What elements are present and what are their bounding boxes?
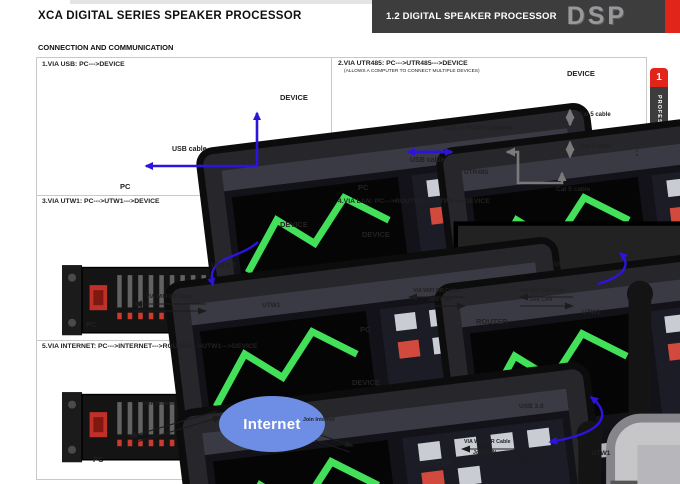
usb30-label: USB 3.0: [554, 261, 579, 268]
wifi-label: VIA WIFI OR Cable: [519, 288, 566, 294]
section3-heading: 3.VIA UTW1: PC--->UTW1--->DEVICE: [42, 198, 160, 205]
banner-section-title: 1.2 DIGITAL SPEAKER PROCESSOR: [386, 11, 557, 22]
cat5-cable-label: Cat 5 cable: [556, 186, 591, 193]
utw1-label: UTW1: [592, 450, 611, 457]
join-lan-label: Join LAN: [428, 297, 452, 303]
join-internet-label: Join Internet: [303, 417, 335, 423]
utr485-label: UTR485: [464, 169, 489, 176]
wifi-label: VIA WIFI OR Cable: [464, 439, 511, 445]
router-label: ROUTER: [420, 459, 452, 468]
chapter-number: 1: [650, 68, 668, 87]
router-label: ROUTER: [476, 317, 508, 326]
cat5-cable-label: Cat 5 cable: [580, 144, 612, 150]
pc-label: PC: [360, 325, 371, 334]
wifi-label: VIA WIFI OR Cable: [413, 288, 460, 294]
pc-label: PC: [120, 182, 131, 191]
section5-heading: 5.VIA INTERNET: PC--->INTERNET--->ROUTER…: [42, 343, 258, 350]
utw1-label: UTW1: [262, 302, 281, 309]
internet-cloud: Internet: [219, 396, 325, 452]
usb-cable-label: USB cable: [172, 146, 207, 153]
join-lan-label: Join LAN: [473, 450, 497, 456]
dsp-banner: 1.2 DIGITAL SPEAKER PROCESSOR DSP: [372, 0, 665, 33]
device-label: DEVICE: [362, 230, 390, 239]
usb30-arrow: [207, 241, 259, 287]
device-label: DEVICE: [280, 93, 308, 102]
usb30-label: USB 3.0: [211, 262, 236, 269]
device-label: DEVICE: [280, 220, 308, 229]
utw1-label: UTW1: [582, 309, 601, 316]
join-internet-line: [132, 415, 222, 444]
device-label: DEVICE: [352, 378, 380, 387]
scan-artifact: [70, 0, 540, 4]
cat5-cable-label: Cat 5 cable: [579, 112, 611, 118]
pc-label: PC: [358, 183, 369, 192]
join-internet-line: [128, 410, 218, 439]
dsp-logo: DSP: [566, 2, 628, 30]
pc-label: PC: [86, 320, 97, 329]
cat5-cable-path: [505, 147, 567, 185]
usb30-arrow: [597, 252, 628, 286]
join-lan-label: Join LAN: [529, 297, 553, 303]
join-internet-label: Join Internet: [143, 401, 175, 407]
page-title: XCA DIGITAL SERIES SPEAKER PROCESSOR: [38, 10, 302, 22]
device-label: DEVICE: [567, 69, 595, 78]
usb30-label: USB 3.0: [519, 403, 544, 410]
wifi-label: VIA WIFI OR Cable: [146, 294, 193, 300]
converter-label: USB to RS485 converter: [444, 126, 514, 132]
section-subtitle: CONNECTION AND COMMUNICATION: [38, 43, 174, 52]
section1-heading: 1.VIA USB: PC--->DEVICE: [42, 61, 125, 68]
section4-heading: 4.VIA LAN: PC--->ROUTER--->UTW1--->DEVIC…: [338, 198, 490, 205]
banner-red-stripe: [665, 0, 680, 33]
pc-label: PC: [93, 455, 104, 464]
usb-cable-arrow: [144, 111, 261, 170]
usb30-arrow: [548, 396, 604, 445]
usb-cable-label: USB cable: [410, 157, 445, 164]
section2-note: (ALLOWS A COMPUTER TO CONNECT MULTIPLE D…: [344, 69, 480, 74]
section2-heading: 2.VIA UTR485: PC--->UTR485--->DEVICE: [338, 60, 468, 67]
